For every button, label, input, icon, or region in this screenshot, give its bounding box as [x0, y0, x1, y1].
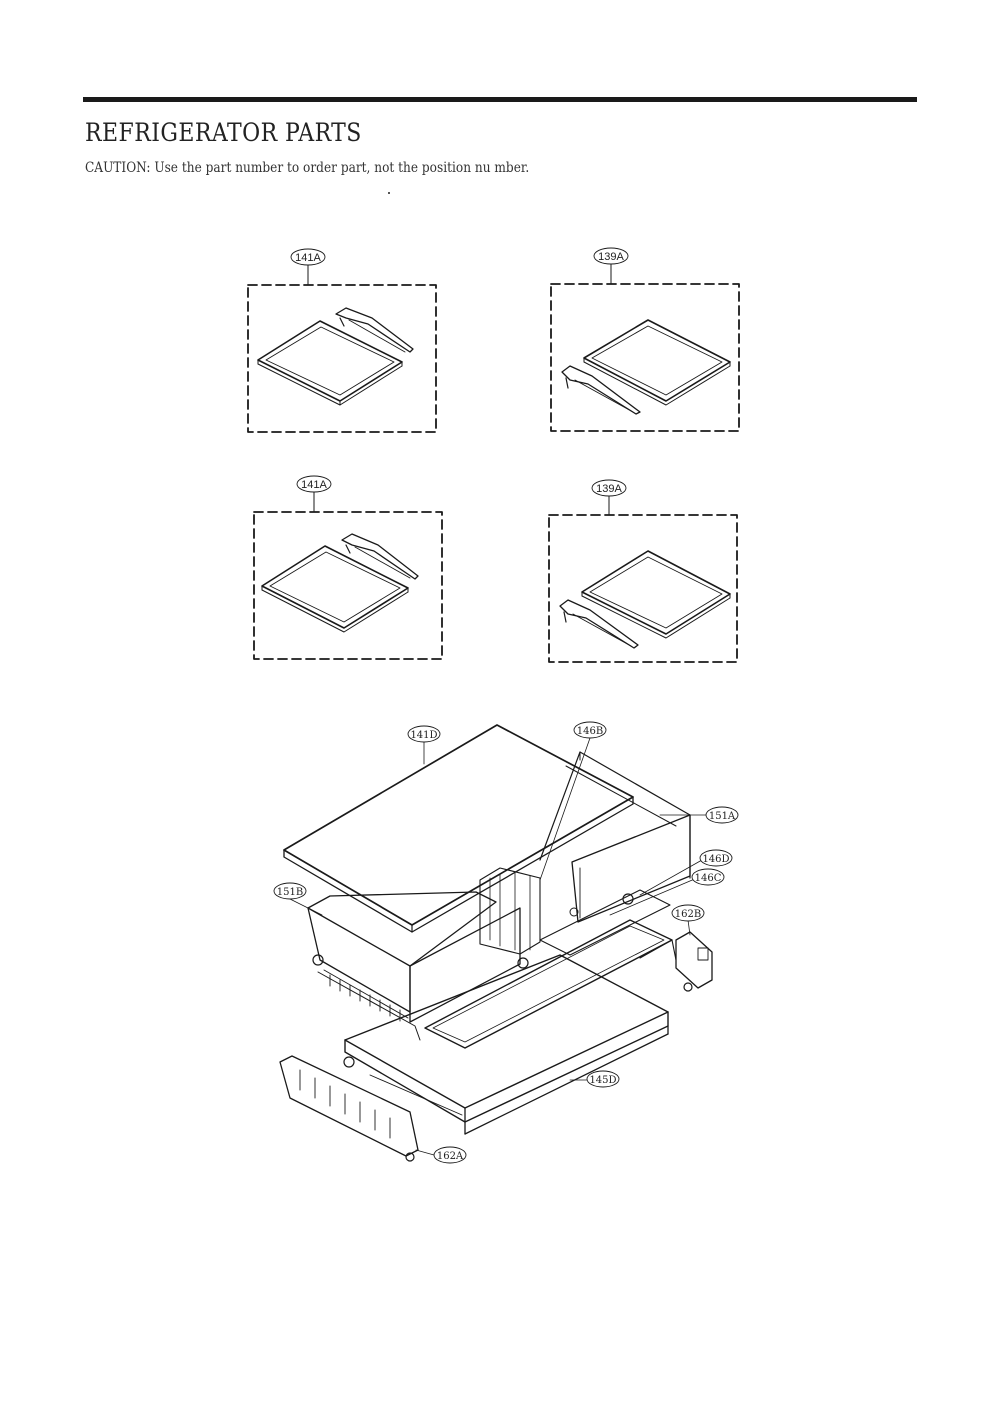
- callout-bracket-a: 162A: [433, 1146, 467, 1164]
- shelf-panel-mid-left: [253, 491, 443, 660]
- callout-shelf-mid-left: 141A: [296, 475, 332, 493]
- callout-tray: 145D: [586, 1070, 620, 1088]
- svg-text:146C: 146C: [695, 873, 722, 884]
- callout-rail-c: 146C: [691, 868, 725, 886]
- crisper-assembly: [279, 724, 713, 1162]
- callout-shelf-mid-right: 139A: [591, 479, 627, 497]
- svg-text:141A: 141A: [295, 252, 321, 264]
- svg-text:162A: 162A: [437, 1151, 464, 1162]
- svg-text:146B: 146B: [577, 726, 603, 737]
- svg-text:151A: 151A: [709, 811, 736, 822]
- callout-drawer-right: 151A: [705, 806, 739, 824]
- callout-shelf-top-right: 139A: [593, 247, 629, 265]
- callout-divider: 146B: [573, 721, 607, 739]
- svg-text:141A: 141A: [301, 479, 327, 491]
- svg-text:139A: 139A: [596, 483, 622, 495]
- svg-text:162B: 162B: [675, 909, 701, 920]
- svg-text:145D: 145D: [589, 1075, 616, 1086]
- svg-text:146D: 146D: [702, 854, 729, 865]
- svg-text:151B: 151B: [277, 887, 303, 898]
- callout-drawer-left: 151B: [273, 882, 307, 900]
- header-rule: [83, 97, 917, 102]
- svg-text:141D: 141D: [410, 730, 437, 741]
- callout-rail-d: 146D: [699, 849, 733, 867]
- shelf-panel-mid-right: [548, 495, 738, 663]
- page-title: REFRIGERATOR PARTS: [85, 118, 362, 147]
- stray-mark: [388, 192, 390, 194]
- caution-note: CAUTION: Use the part number to order pa…: [85, 160, 530, 176]
- svg-text:139A: 139A: [598, 251, 624, 263]
- shelf-panel-top-left: [247, 264, 437, 433]
- callout-bracket-b: 162B: [671, 904, 705, 922]
- callout-shelf-top-left: 141A: [290, 248, 326, 266]
- callout-cover-glass: 141D: [407, 725, 441, 743]
- shelf-panel-top-right: [550, 263, 740, 432]
